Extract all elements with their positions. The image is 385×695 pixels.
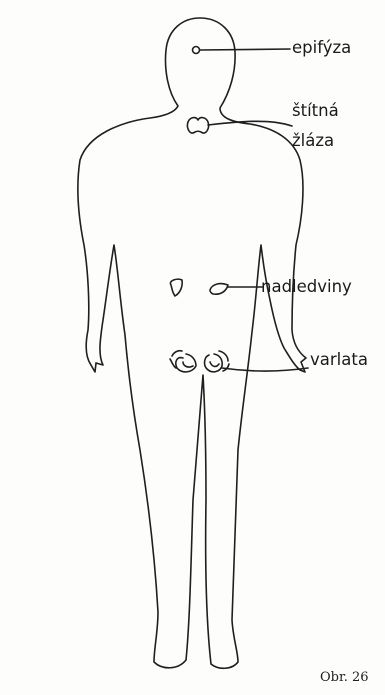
thyroid-mark [187,118,208,134]
adrenal-left-mark [170,279,182,296]
label-varlata: varlata [310,349,368,370]
figure-caption: Obr. 26 [320,670,369,685]
label-nadledviny: nadledviny [261,276,352,297]
epifyza-mark [193,47,200,54]
body-silhouette [78,18,306,668]
label-stitna-zlaza-line1: štítná [292,100,339,121]
testis-left-mark [176,354,196,372]
adrenal-right-mark [210,284,228,295]
testis-right-mark [205,354,223,372]
label-stitna-zlaza-line2: žláza [292,130,334,151]
label-epifyza: epifýza [292,37,351,58]
